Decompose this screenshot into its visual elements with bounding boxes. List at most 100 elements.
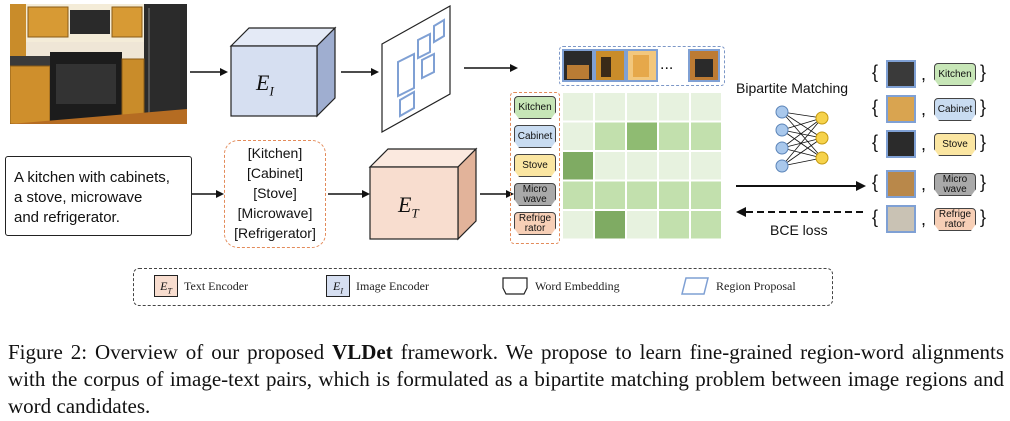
caption-bold: VLDet bbox=[332, 340, 393, 364]
pair-open-brace-1: { bbox=[872, 97, 879, 117]
bce-loss-label: BCE loss bbox=[770, 222, 828, 238]
pair-open-brace-3: { bbox=[872, 172, 879, 192]
pair-comma-4: , bbox=[921, 209, 927, 229]
text-input-line-2: a stove, microwave bbox=[14, 189, 143, 206]
legend-word-embedding-label: Word Embedding bbox=[535, 279, 620, 293]
matrix-cell-3-4 bbox=[691, 181, 721, 209]
matrix-cell-2-3 bbox=[659, 152, 689, 180]
word-embedding-tag-4: Refrige rator bbox=[514, 212, 556, 235]
region-crops bbox=[562, 49, 720, 82]
pair-close-brace-0: } bbox=[980, 62, 987, 82]
arrow-to-matched-pairs bbox=[736, 181, 866, 191]
pair-word-tag-1: Cabinet bbox=[934, 98, 976, 121]
word-embedding-tag-text-3: Micro wave bbox=[522, 183, 548, 205]
word-embedding-tag-1: Cabinet bbox=[514, 125, 556, 148]
caption-label: Figure 2: bbox=[8, 340, 88, 364]
pair-close-brace-3: } bbox=[980, 172, 987, 192]
matrix-cell-2-4 bbox=[691, 152, 721, 180]
legend-text-encoder-swatch: ET bbox=[154, 275, 178, 297]
matrix-cell-3-2 bbox=[627, 181, 657, 209]
pair-word-tag-4: Refrige rator bbox=[934, 208, 976, 231]
crops-ellipsis: ... bbox=[660, 56, 674, 73]
text-input-line-3: and refrigerator. bbox=[14, 209, 120, 226]
image-encoder-label: EI bbox=[256, 70, 274, 99]
pair-region-crop-0 bbox=[886, 60, 916, 88]
matrix-cell-3-3 bbox=[659, 181, 689, 209]
arrow-image-encoder-to-regions bbox=[341, 68, 379, 76]
matrix-cell-0-4 bbox=[691, 93, 721, 121]
pair-close-brace-4: } bbox=[980, 207, 987, 227]
matrix-cell-3-0 bbox=[563, 181, 593, 209]
matrix-cell-4-4 bbox=[691, 211, 721, 239]
pair-comma-3: , bbox=[921, 174, 927, 194]
matrix-cell-4-3 bbox=[659, 211, 689, 239]
arrow-photo-to-image-encoder bbox=[190, 68, 228, 76]
legend-region-proposal-icon bbox=[681, 277, 709, 295]
figure-caption: Figure 2: Overview of our proposed VLDet… bbox=[8, 339, 1004, 420]
matrix-cell-2-0 bbox=[563, 152, 593, 180]
pair-comma-1: , bbox=[921, 99, 927, 119]
matrix-cell-2-1 bbox=[595, 152, 625, 180]
pair-word-tag-2: Stove bbox=[934, 133, 976, 156]
image-encoder-cube bbox=[229, 26, 337, 118]
arrow-text-to-words bbox=[192, 190, 224, 198]
word-embedding-tag-text-1: Cabinet bbox=[517, 130, 553, 142]
word-list-item-kitchen: [Kitchen] bbox=[247, 145, 303, 161]
text-input-line-1: A kitchen with cabinets, bbox=[14, 169, 170, 186]
matrix-cell-1-0 bbox=[563, 122, 593, 150]
matrix-cell-0-0 bbox=[563, 93, 593, 121]
pair-word-text-2: Stove bbox=[942, 138, 968, 150]
matrix-cell-0-3 bbox=[659, 93, 689, 121]
pair-open-brace-4: { bbox=[872, 207, 879, 227]
word-list-item-refrigerator: [Refrigerator] bbox=[234, 225, 316, 241]
region-crops-strip bbox=[559, 46, 725, 86]
word-list-item-stove: [Stove] bbox=[253, 185, 297, 201]
matrix-cell-1-1 bbox=[595, 122, 625, 150]
text-encoder-label: ET bbox=[398, 192, 419, 221]
legend-word-embedding-icon bbox=[502, 277, 528, 295]
text-input-box bbox=[5, 156, 192, 236]
pair-word-tag-3: Micro wave bbox=[934, 173, 976, 196]
legend-text-encoder-label: Text Encoder bbox=[184, 279, 249, 293]
arrow-words-to-text-encoder bbox=[328, 190, 370, 198]
word-list-item-microwave: [Microwave] bbox=[237, 205, 313, 221]
bipartite-matching-label: Bipartite Matching bbox=[736, 80, 849, 96]
word-embedding-tag-0: Kitchen bbox=[514, 96, 556, 119]
pair-region-crop-1 bbox=[886, 95, 916, 123]
matrix-cell-1-3 bbox=[659, 122, 689, 150]
caption-pre: Overview of our proposed bbox=[95, 340, 325, 364]
matrix-cell-4-1 bbox=[595, 211, 625, 239]
kitchen-photo bbox=[10, 4, 187, 124]
matrix-cell-1-4 bbox=[691, 122, 721, 150]
pair-comma-0: , bbox=[921, 64, 927, 84]
word-list-item-cabinet: [Cabinet] bbox=[246, 165, 304, 181]
figure: EI ... A kitchen with cabinets, a stove,… bbox=[5, 4, 987, 306]
pair-word-tag-0: Kitchen bbox=[934, 63, 976, 86]
region-proposal-panel bbox=[381, 4, 451, 134]
pair-close-brace-2: } bbox=[980, 132, 987, 152]
matrix-cell-4-0 bbox=[563, 211, 593, 239]
pair-region-crop-4 bbox=[886, 205, 916, 233]
word-embedding-tag-text-0: Kitchen bbox=[518, 101, 552, 113]
matrix-cell-4-2 bbox=[627, 211, 657, 239]
similarity-matrix bbox=[563, 93, 721, 239]
pair-close-brace-1: } bbox=[980, 97, 987, 117]
matrix-cell-1-2 bbox=[627, 122, 657, 150]
word-embedding-tag-2: Stove bbox=[514, 154, 556, 177]
pair-word-text-3: Micro wave bbox=[942, 173, 968, 195]
legend-region-proposal-label: Region Proposal bbox=[716, 279, 796, 293]
matrix-cell-3-1 bbox=[595, 181, 625, 209]
pair-word-text-0: Kitchen bbox=[938, 68, 972, 80]
legend-image-encoder-swatch: EI bbox=[326, 275, 350, 297]
caption-post: framework. We propose to learn fine-grai… bbox=[8, 340, 1005, 418]
word-embedding-tag-text-4: Refrige rator bbox=[518, 212, 552, 234]
word-embedding-column bbox=[510, 92, 560, 244]
bipartite-graph bbox=[775, 105, 829, 173]
arrow-regions-to-crops bbox=[464, 64, 518, 72]
legend-box bbox=[133, 268, 833, 306]
pair-open-brace-2: { bbox=[872, 132, 879, 152]
word-list-box bbox=[224, 140, 326, 248]
bce-loss-arrow bbox=[736, 207, 864, 217]
word-embedding-tag-3: Micro wave bbox=[514, 183, 556, 206]
pair-region-crop-2 bbox=[886, 130, 916, 158]
